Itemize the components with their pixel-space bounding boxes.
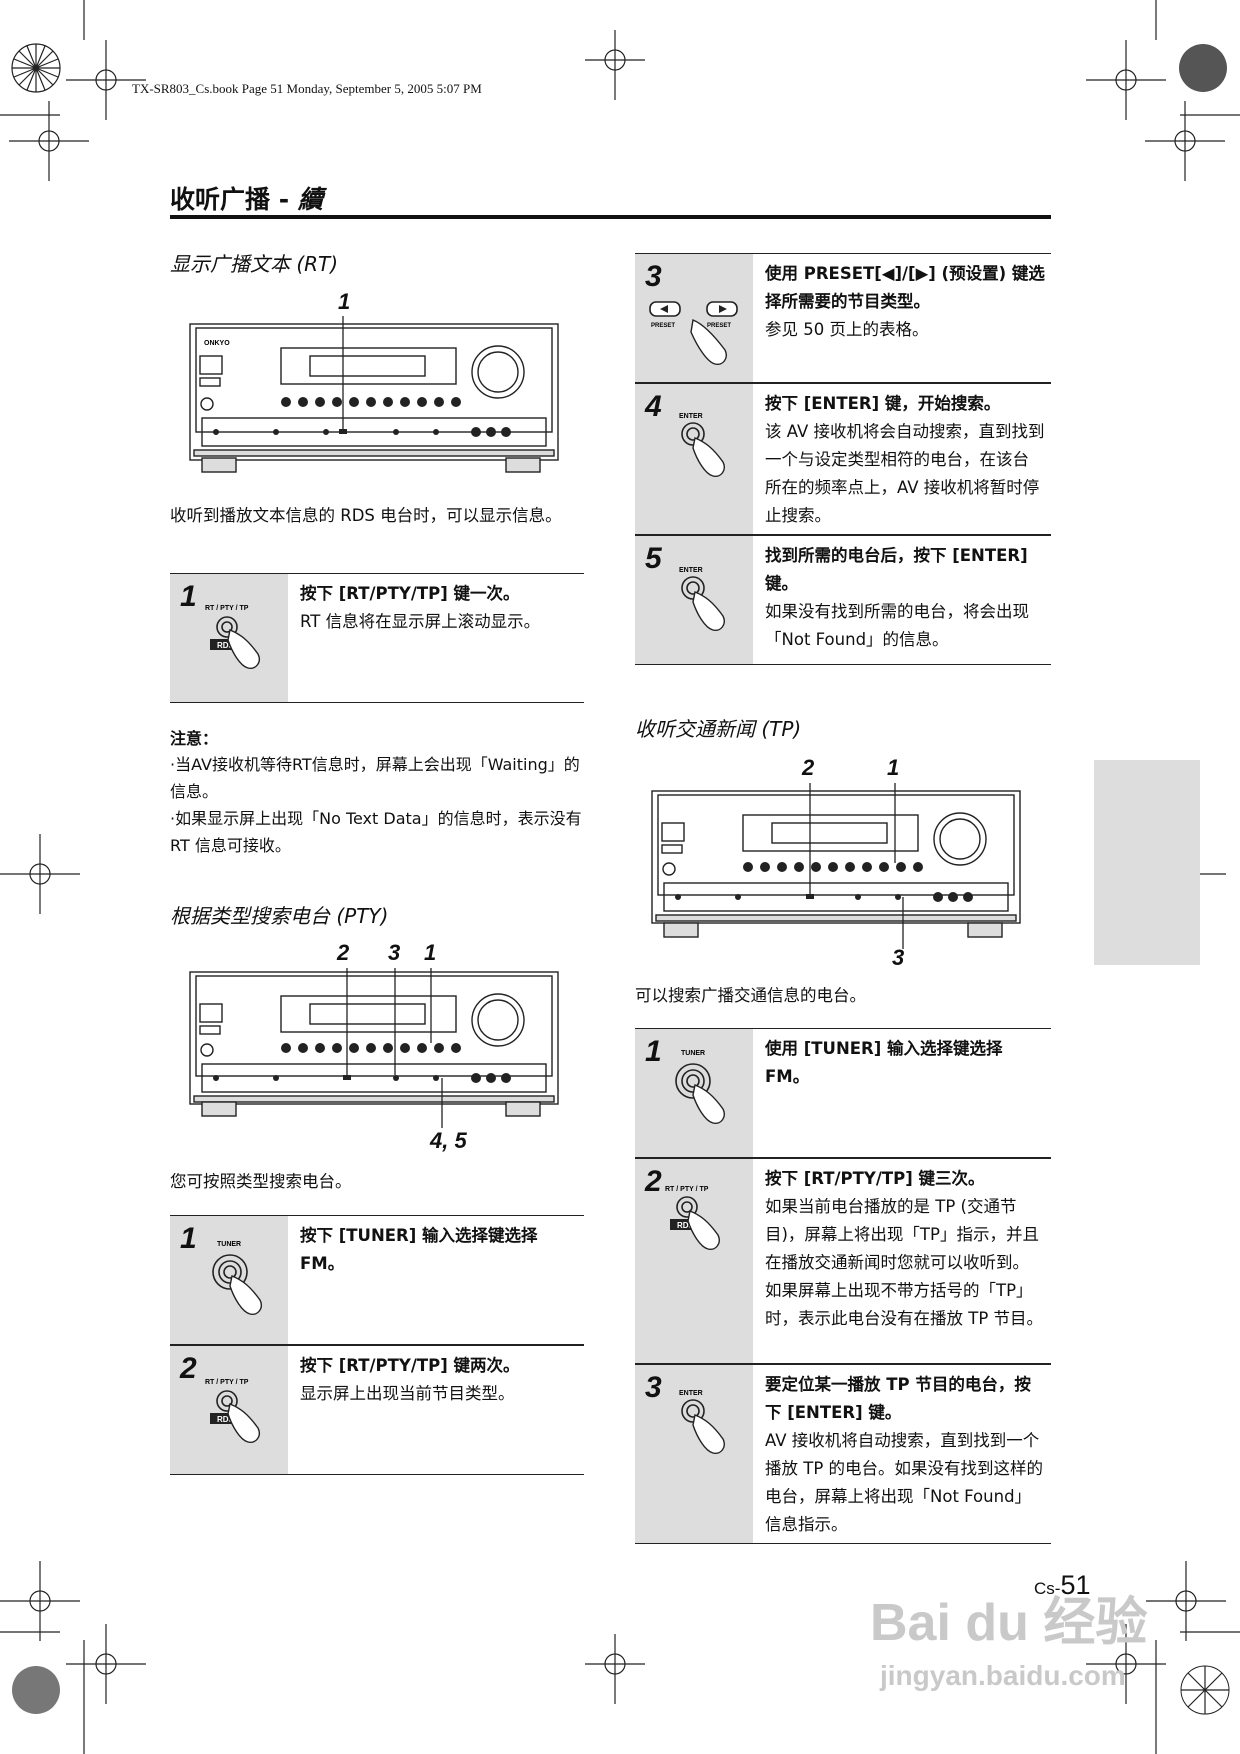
step-body: RT 信息将在显示屏上滚动显示。 [300,612,541,631]
rt-step-1: RT / PTY / TP RDS 1 按下 [RT/PTY/TP] 键一次。 … [170,573,584,703]
receiver-illustration-rt: ONKYO [189,316,559,473]
step-illustration: ENTER [635,384,753,534]
step-illustration: ENTER [635,536,753,664]
tp-callout-1: 1 [887,755,900,780]
step-illustration: RT / PTY / TP RDS [170,1346,288,1474]
step-number: 4 [645,390,662,423]
step-heading: 按下 [RT/PTY/TP] 键一次。 [300,584,520,603]
step-body: 如果没有找到所需的电台，将会出现「Not Found」的信息。 [765,602,1029,649]
header-rule [170,215,1051,219]
note-item: ·当AV接收机等待RT信息时，屏幕上会出现「Waiting」的信息。 [170,755,580,801]
step-illustration: RT / PTY / TP RDS [635,1159,753,1363]
step-number: 2 [180,1352,197,1385]
step-heading: 找到所需的电台后，按下 [ENTER] 键。 [765,546,1028,593]
step-number: 5 [645,542,662,575]
rt-section-title: 显示广播文本 (RT) [170,252,339,276]
tp-step-3: ENTER 3 要定位某一播放 TP 节目的电台，按下 [ENTER] 键。 A… [635,1364,1051,1544]
pty-step-2: RT / PTY / TP RDS 2 按下 [RT/PTY/TP] 键两次。 … [170,1345,584,1475]
page-number: Cs-51 [1034,1570,1091,1600]
svg-text:ENTER: ENTER [679,413,703,420]
svg-text:PRESET: PRESET [707,323,731,329]
svg-text:RT / PTY / TP: RT / PTY / TP [205,1379,249,1386]
pty-section-title: 根据类型搜索电台 (PTY) [170,904,389,928]
page-title: 收听广播 - 續 [170,185,323,214]
pty-step-3: PRESET PRESET 3 使用 PRESET[◀]/[▶] (预设置) 键… [635,253,1051,383]
step-heading: 使用 [TUNER] 输入选择键选择 FM。 [765,1039,1003,1086]
receiver-illustration-tp [651,783,1021,949]
step-number: 1 [180,580,197,613]
pty-step-4: ENTER 4 按下 [ENTER] 键，开始搜索。 该 AV 接收机将会自动搜… [635,383,1051,535]
step-illustration: PRESET PRESET [635,254,753,382]
tp-description: 可以搜索广播交通信息的电台。 [635,986,866,1005]
svg-text:PRESET: PRESET [651,323,675,329]
step-body: 该 AV 接收机将会自动搜索，直到找到一个与设定类型相符的电台，在该台所在的频率… [765,422,1045,525]
step-heading: 按下 [ENTER] 键，开始搜索。 [765,394,1001,413]
rt-callout-1: 1 [338,289,351,314]
step-heading: 使用 PRESET[◀]/[▶] (预设置) 键选择所需要的节目类型。 [765,264,1045,311]
step-body: 参见 50 页上的表格。 [765,320,929,339]
step-illustration: ENTER [635,1365,753,1543]
rt-description: 收听到播放文本信息的 RDS 电台时，可以显示信息。 [170,506,562,525]
receiver-illustration-pty [189,968,559,1128]
step-heading: 按下 [TUNER] 输入选择键选择 FM。 [300,1226,538,1273]
tp-callout-3: 3 [892,945,905,970]
svg-text:RDS: RDS [677,1221,695,1230]
pty-description: 您可按照类型搜索电台。 [170,1172,352,1191]
pty-callout-4-5: 4, 5 [430,1128,467,1153]
note-item: ·如果显示屏上出现「No Text Data」的信息时，表示没有 RT 信息可接… [170,809,582,855]
tp-section-title: 收听交通新闻 (TP) [635,717,802,741]
step-heading: 按下 [RT/PTY/TP] 键三次。 [765,1169,985,1188]
step-number: 1 [180,1222,197,1255]
device-brand: ONKYO [204,340,230,347]
step-number: 2 [645,1165,662,1198]
step-heading: 要定位某一播放 TP 节目的电台，按下 [ENTER] 键。 [765,1375,1031,1422]
step-heading: 按下 [RT/PTY/TP] 键两次。 [300,1356,520,1375]
note-title: 注意： [170,729,219,748]
svg-text:RT / PTY / TP: RT / PTY / TP [205,605,249,612]
tp-step-2: RT / PTY / TP RDS 2 按下 [RT/PTY/TP] 键三次。 … [635,1158,1051,1364]
watermark-url: jingyan.baidu.com [880,1660,1126,1691]
tp-step-1: TUNER 1 使用 [TUNER] 输入选择键选择 FM。 [635,1028,1051,1158]
step-body: 显示屏上出现当前节目类型。 [300,1384,515,1403]
watermark-logo: Bai du 经验 [870,1594,1148,1652]
step-illustration: TUNER [635,1029,753,1157]
step-number: 1 [645,1035,662,1068]
step-illustration: RT / PTY / TP RDS [170,574,288,702]
tp-callout-2: 2 [802,755,815,780]
svg-text:RT / PTY / TP: RT / PTY / TP [665,1186,709,1193]
step-body: 如果当前电台播放的是 TP (交通节目)，屏幕上将出现「TP」指示，并且在播放交… [765,1197,1044,1328]
side-tab [1094,760,1200,965]
svg-text:TUNER: TUNER [217,1241,241,1248]
pty-callout-1: 1 [424,940,437,965]
step-illustration: TUNER [170,1216,288,1344]
file-info-line: TX-SR803_Cs.book Page 51 Monday, Septemb… [132,81,482,96]
svg-text:ENTER: ENTER [679,1390,703,1397]
svg-text:RDS: RDS [217,1415,235,1424]
step-number: 3 [645,260,662,293]
pty-callout-2: 2 [337,940,350,965]
pty-step-5: ENTER 5 找到所需的电台后，按下 [ENTER] 键。 如果没有找到所需的… [635,535,1051,665]
pty-callout-3: 3 [388,940,401,965]
pty-step-1: TUNER 1 按下 [TUNER] 输入选择键选择 FM。 [170,1215,584,1345]
step-number: 3 [645,1371,662,1404]
svg-text:RDS: RDS [217,641,235,650]
svg-text:TUNER: TUNER [681,1050,705,1057]
step-body: AV 接收机将自动搜索，直到找到一个播放 TP 的电台。如果没有找到这样的电台，… [765,1431,1044,1534]
svg-text:ENTER: ENTER [679,567,703,574]
